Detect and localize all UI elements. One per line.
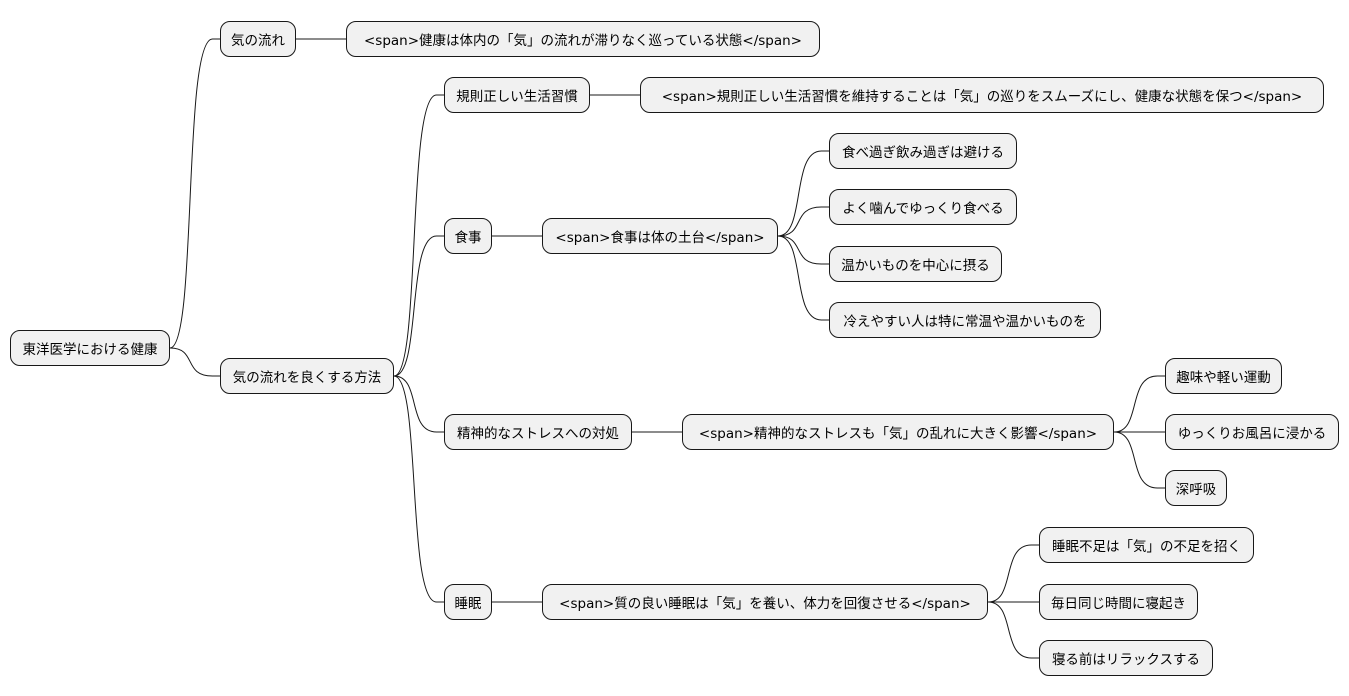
ki-flow-detail-node: <span>健康は体内の「気」の流れが滞りなく巡っている状態</span> bbox=[346, 21, 820, 57]
ki-flow-node: 気の流れ bbox=[220, 21, 296, 57]
connector-line bbox=[987, 601, 1039, 659]
connector-line bbox=[777, 206, 829, 237]
connector-line bbox=[169, 347, 220, 377]
connector-line bbox=[393, 235, 444, 377]
stress-node: 精神的なストレスへの対処 bbox=[444, 414, 632, 450]
sleep-detail-node: <span>質の良い睡眠は「気」を養い、体力を回復させる</span> bbox=[542, 584, 988, 620]
connector-line bbox=[1113, 431, 1165, 489]
connector-line bbox=[393, 375, 444, 433]
diet-detail-node: <span>食事は体の土台</span> bbox=[542, 218, 778, 254]
sleep-item-node: 毎日同じ時間に寝起き bbox=[1039, 584, 1198, 620]
connector-line bbox=[393, 375, 444, 603]
sleep-item-node: 寝る前はリラックスする bbox=[1039, 640, 1213, 676]
stress-item-node: ゆっくりお風呂に浸かる bbox=[1165, 414, 1339, 450]
regular-life-node: 規則正しい生活習慣 bbox=[444, 77, 590, 113]
sleep-node: 睡眠 bbox=[444, 584, 492, 620]
stress-item-node: 趣味や軽い運動 bbox=[1165, 358, 1282, 394]
connector-line bbox=[987, 544, 1039, 603]
diet-item-node: よく噛んでゆっくり食べる bbox=[829, 189, 1017, 225]
root-node: 東洋医学における健康 bbox=[10, 330, 170, 366]
diet-item-node: 冷えやすい人は特に常温や温かいものを bbox=[829, 302, 1101, 338]
connector-line bbox=[777, 235, 829, 265]
diet-node: 食事 bbox=[444, 218, 492, 254]
stress-item-node: 深呼吸 bbox=[1165, 470, 1227, 506]
connector-line bbox=[1113, 375, 1165, 433]
stress-detail-node: <span>精神的なストレスも「気」の乱れに大きく影響</span> bbox=[682, 414, 1114, 450]
connector-line bbox=[777, 235, 829, 321]
sleep-item-node: 睡眠不足は「気」の不足を招く bbox=[1039, 527, 1254, 563]
connector-line bbox=[393, 94, 444, 377]
diet-item-node: 温かいものを中心に摂る bbox=[829, 246, 1002, 282]
regular-life-detail-node: <span>規則正しい生活習慣を維持することは「気」の巡りをスムーズにし、健康な… bbox=[640, 77, 1324, 113]
methods-node: 気の流れを良くする方法 bbox=[220, 358, 394, 394]
diet-item-node: 食べ過ぎ飲み過ぎは避ける bbox=[829, 133, 1017, 169]
connector-line bbox=[777, 150, 829, 237]
connector-line bbox=[169, 38, 220, 349]
